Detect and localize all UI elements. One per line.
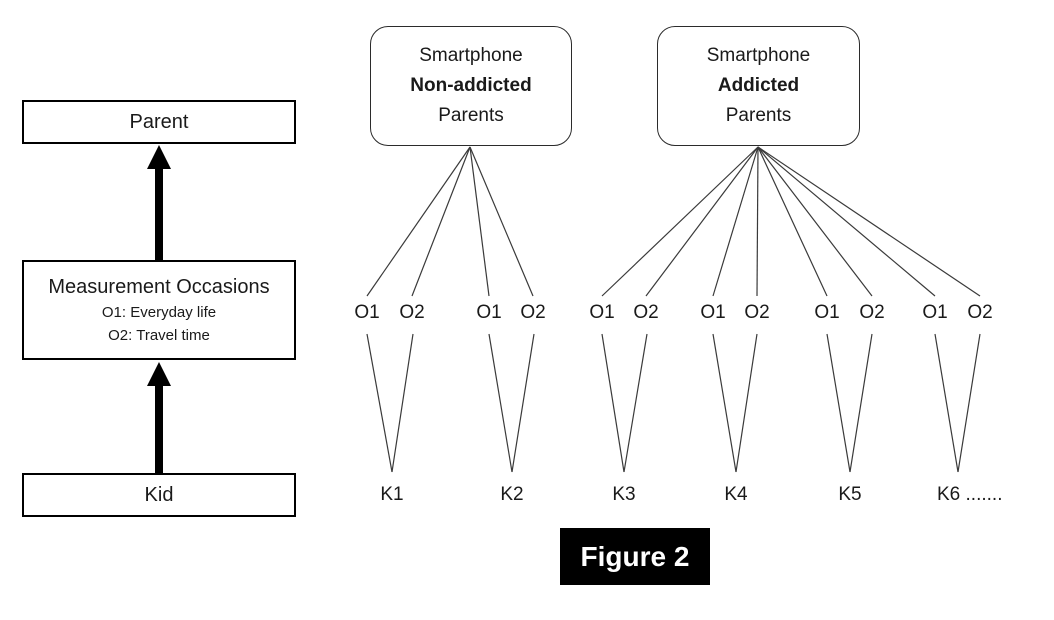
occasion-label: O2	[967, 302, 993, 323]
occasion-label: O2	[859, 302, 885, 323]
occasion-label: O1	[589, 302, 615, 323]
kid-box: Kid	[22, 473, 296, 517]
occasion-to-kid-lines	[366, 333, 981, 473]
addicted-line-1: Smartphone	[706, 45, 811, 66]
kid-label-k5: K5	[838, 484, 862, 505]
parent-box: Parent	[22, 100, 296, 144]
occasion-label: O1	[922, 302, 948, 323]
fan-lines-addicted	[601, 146, 981, 297]
occasion-label: O1	[354, 302, 380, 323]
occasion-label: O2	[399, 302, 425, 323]
measurement-occasions-title: Measurement Occasions	[48, 276, 270, 298]
occasion-label: O1	[700, 302, 726, 323]
kid-label-k6: K6 .......	[937, 484, 1003, 505]
figure-caption: Figure 2	[560, 528, 710, 585]
parent-box-label: Parent	[129, 110, 189, 133]
non-addicted-line-3: Parents	[438, 105, 504, 126]
arrow-measurement-to-parent	[147, 145, 171, 261]
measurement-occasions-box: Measurement Occasions O1: Everyday life …	[22, 260, 296, 360]
non-addicted-parents-box: Smartphone Non-addicted Parents	[370, 26, 572, 146]
occasion-2-description: O2: Travel time	[108, 327, 210, 344]
fan-lines-non-addicted	[366, 146, 534, 297]
arrow-kid-to-measurement	[147, 362, 171, 474]
kid-label-k2: K2	[500, 484, 524, 505]
non-addicted-line-2: Non-addicted	[410, 75, 532, 96]
kid-label-k1: K1	[380, 484, 404, 505]
addicted-parents-box: Smartphone Addicted Parents	[657, 26, 860, 146]
kid-label-k3: K3	[612, 484, 636, 505]
non-addicted-line-1: Smartphone	[419, 45, 523, 66]
occasion-label: O1	[476, 302, 502, 323]
kid-box-label: Kid	[144, 483, 174, 506]
figure-caption-text: Figure 2	[580, 540, 690, 572]
kid-label-k4: K4	[724, 484, 748, 505]
occasion-label: O2	[744, 302, 770, 323]
addicted-line-3: Parents	[725, 105, 792, 126]
occasion-label: O2	[520, 302, 546, 323]
occasion-label: O2	[633, 302, 659, 323]
occasion-1-description: O1: Everyday life	[101, 304, 217, 321]
occasion-label: O1	[814, 302, 840, 323]
addicted-line-2: Addicted	[717, 75, 800, 96]
